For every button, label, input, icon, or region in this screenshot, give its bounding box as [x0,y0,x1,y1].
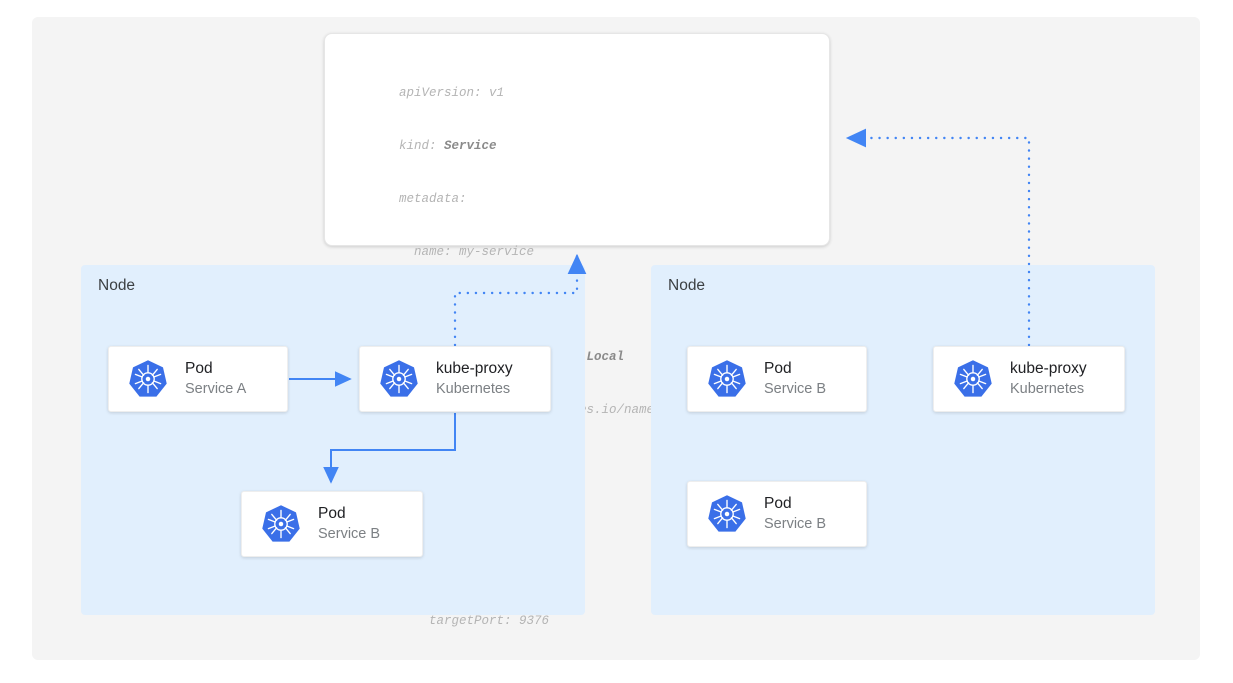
yaml-bold-value: Service [444,138,497,153]
card-kube-proxy-left[interactable]: kube-proxy Kubernetes [359,346,551,412]
kubernetes-logo-icon [262,505,300,542]
card-text-block: Pod Service B [764,359,826,399]
card-text-block: Pod Service A [185,359,246,399]
kubernetes-logo-icon [380,360,418,397]
card-subtitle: Kubernetes [436,381,511,397]
card-text-block: kube-proxy Kubernetes [436,359,513,399]
card-title: kube-proxy [1010,360,1087,377]
yaml-line: apiVersion: v1 [399,86,505,101]
yaml-line: targetPort: 9376 [399,614,550,628]
card-subtitle: Service A [185,381,247,397]
card-pod-service-b-right-2[interactable]: Pod Service B [687,481,867,547]
card-pod-service-b-right-1[interactable]: Pod Service B [687,346,867,412]
card-text-block: kube-proxy Kubernetes [1010,359,1087,399]
node-right: Node [651,265,1155,615]
yaml-line: kind: Service [399,138,497,153]
kubernetes-logo-icon [708,495,746,532]
kubernetes-logo-icon [129,360,167,397]
card-subtitle: Kubernetes [1010,381,1085,397]
node-right-label: Node [668,277,706,294]
card-pod-service-b-left[interactable]: Pod Service B [241,491,423,557]
service-manifest-card: apiVersion: v1 kind: Service metadata: n… [324,33,830,628]
card-subtitle: Service B [318,526,381,542]
card-pod-service-a[interactable]: Pod Service A [108,346,288,412]
kubernetes-logo-icon [954,360,992,397]
yaml-line: metadata: [399,191,467,206]
card-subtitle: Service B [764,516,827,532]
node-left-label: Node [98,277,136,294]
node-left: Node [81,265,585,615]
card-kube-proxy-right[interactable]: kube-proxy Kubernetes [933,346,1125,412]
card-title: Pod [764,495,792,512]
card-title: Pod [185,360,213,377]
card-title: kube-proxy [436,360,513,377]
card-title: Pod [764,360,792,377]
card-text-block: Pod Service B [764,494,826,534]
kubernetes-logo-icon [708,360,746,397]
card-title: Pod [318,505,346,522]
card-text-block: Pod Service B [318,504,380,544]
yaml-line: name: my-service [399,244,535,259]
card-subtitle: Service B [764,381,827,397]
